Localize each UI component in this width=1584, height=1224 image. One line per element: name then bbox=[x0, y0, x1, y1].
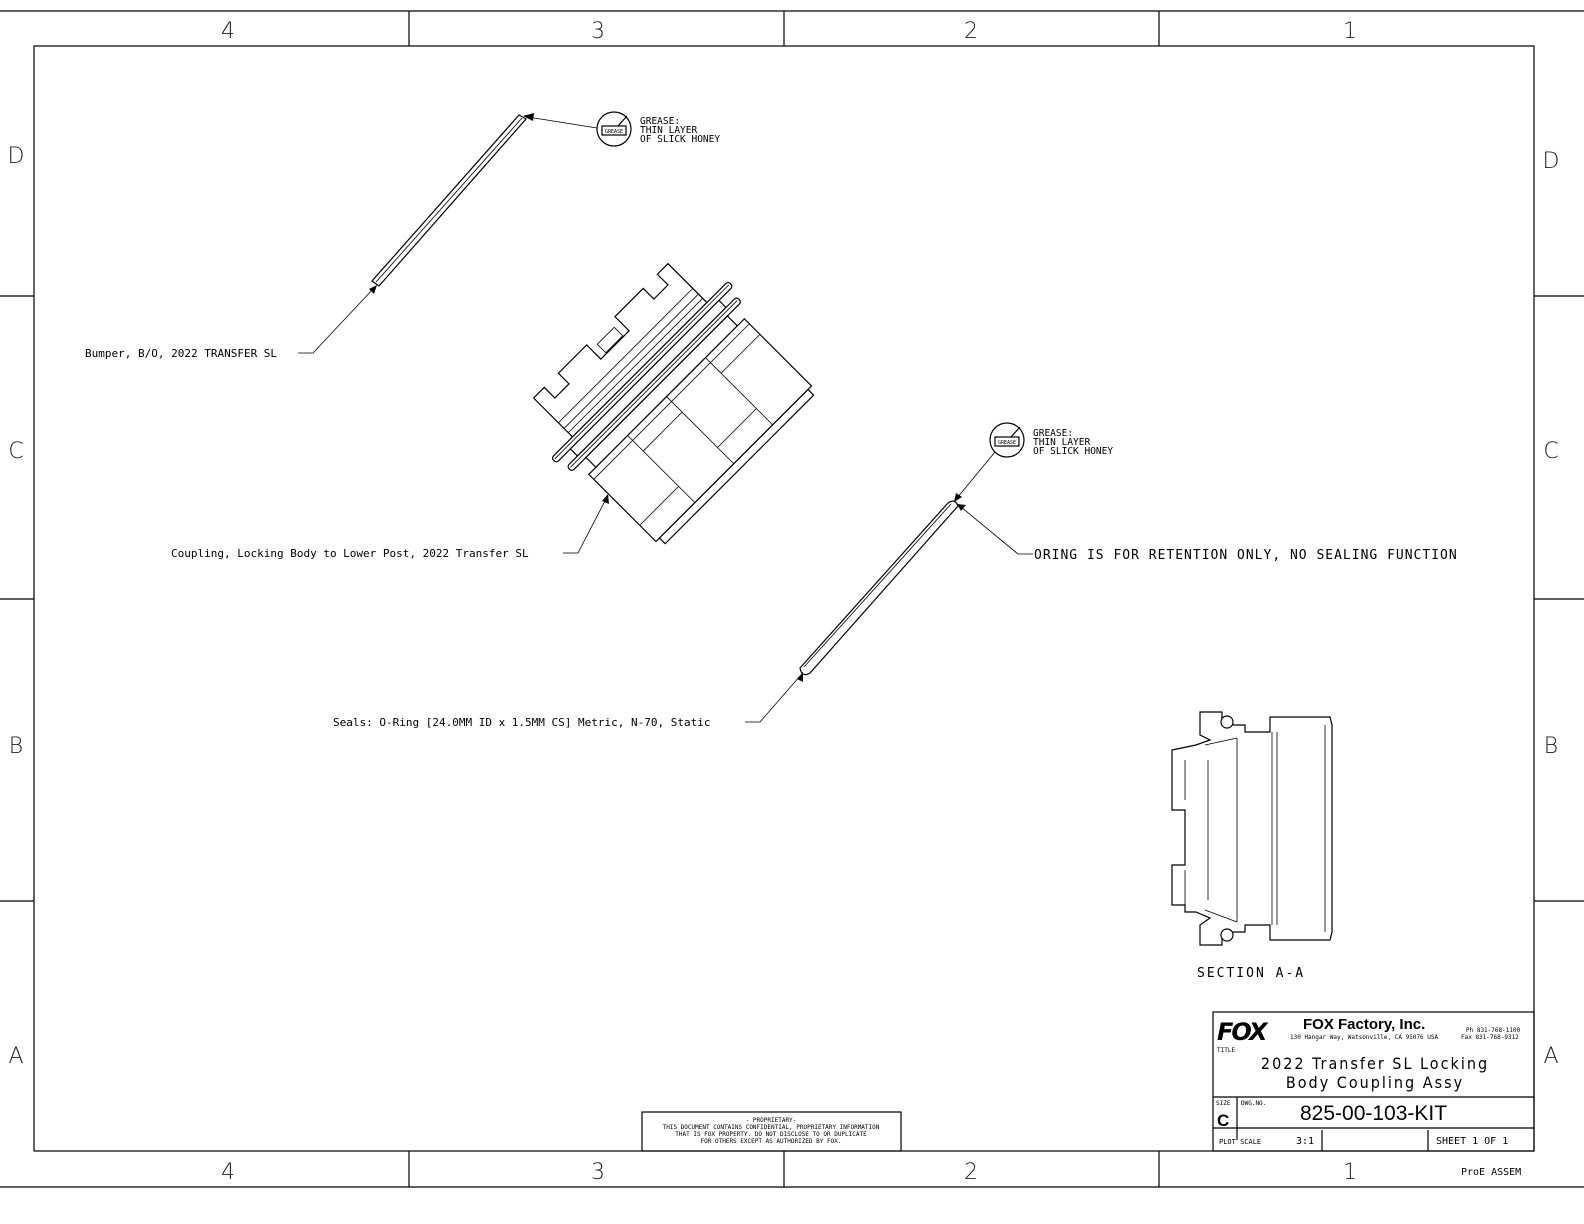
svg-text:OF SLICK HONEY: OF SLICK HONEY bbox=[1033, 446, 1113, 457]
svg-text:GREASE: GREASE bbox=[998, 440, 1016, 446]
drawing-title-line-2: Body Coupling Assy bbox=[1286, 1073, 1464, 1092]
zone-row-a-right: A bbox=[1543, 1044, 1558, 1069]
grease-note-1: GREASE GREASE: THIN LAYER OF SLICK HONEY bbox=[596, 111, 720, 147]
grease-icon bbox=[601, 125, 627, 136]
o-ring-part bbox=[799, 500, 959, 676]
coupling-part bbox=[532, 262, 815, 545]
zone-col-2-bottom: 2 bbox=[964, 1160, 978, 1185]
bumper-part bbox=[371, 114, 527, 287]
drawing-number: 825-00-103-KIT bbox=[1300, 1102, 1447, 1125]
section-a-a-view: SECTION A-A bbox=[1171, 711, 1333, 981]
zone-col-3-top: 3 bbox=[591, 19, 605, 44]
seals-callout: Seals: O-Ring [24.0MM ID x 1.5MM CS] Met… bbox=[333, 716, 711, 729]
bumper-callout: Bumper, B/O, 2022 TRANSFER SL bbox=[85, 347, 277, 360]
zone-row-c-right: C bbox=[1543, 439, 1558, 464]
zone-row-d-right: D bbox=[1543, 149, 1560, 174]
svg-text:FOR OTHERS EXCEPT AS AUTHORIZE: FOR OTHERS EXCEPT AS AUTHORIZED BY FOX. bbox=[701, 1138, 842, 1145]
svg-text:GREASE:: GREASE: bbox=[1033, 428, 1073, 439]
dwg-no-label: DWG.NO. bbox=[1241, 1100, 1266, 1107]
zone-col-1-top: 1 bbox=[1343, 19, 1357, 44]
leader-lines bbox=[298, 113, 1033, 723]
zone-row-d-left: D bbox=[8, 144, 25, 169]
grease-icon bbox=[994, 436, 1020, 447]
svg-text:OF SLICK HONEY: OF SLICK HONEY bbox=[640, 134, 720, 145]
drawing-title-line-1: 2022 Transfer SL Locking bbox=[1261, 1054, 1489, 1073]
zone-row-b-left: B bbox=[9, 734, 23, 759]
zone-row-c-left: C bbox=[8, 439, 23, 464]
zone-row-a-left: A bbox=[8, 1044, 23, 1069]
size-value: C bbox=[1217, 1111, 1229, 1130]
zone-col-1-bottom: 1 bbox=[1343, 1160, 1357, 1185]
fox-logo: FOX bbox=[1217, 1018, 1269, 1046]
title-block: FOX FOX Factory, Inc. 130 Hangar Way, Wa… bbox=[1212, 1011, 1535, 1178]
grease-note-2: GREASE GREASE: THIN LAYER OF SLICK HONEY bbox=[989, 422, 1113, 458]
company-name: FOX Factory, Inc. bbox=[1303, 1016, 1425, 1033]
drawing-frame bbox=[0, 10, 1584, 1188]
software-label: ProE ASSEM bbox=[1461, 1167, 1521, 1178]
svg-text:THIN LAYER: THIN LAYER bbox=[1033, 437, 1090, 448]
zone-col-4-bottom: 4 bbox=[221, 1160, 235, 1185]
coupling-callout: Coupling, Locking Body to Lower Post, 20… bbox=[171, 547, 529, 560]
company-address: 130 Hangar Way, Watsonville, CA 95076 US… bbox=[1290, 1034, 1438, 1041]
plot-scale-value: 3:1 bbox=[1296, 1136, 1314, 1147]
svg-text:THAT IS FOX PROPERTY. DO NOT: THAT IS FOX PROPERTY. DO NOT DISCLOSE TO… bbox=[675, 1131, 867, 1138]
zone-col-3-bottom: 3 bbox=[591, 1160, 605, 1185]
zone-col-2-top: 2 bbox=[964, 19, 978, 44]
svg-text:THIN LAYER: THIN LAYER bbox=[640, 125, 697, 136]
svg-text:- PROPRIETARY-: - PROPRIETARY- bbox=[746, 1117, 797, 1124]
sheet-number: SHEET 1 OF 1 bbox=[1436, 1136, 1508, 1147]
oring-retention-note: ORING IS FOR RETENTION ONLY, NO SEALING … bbox=[1034, 548, 1458, 563]
size-label: SIZE bbox=[1216, 1100, 1231, 1107]
svg-text:GREASE:: GREASE: bbox=[640, 116, 680, 127]
zone-labels: 4 3 2 1 4 3 2 1 D C B A D C B A bbox=[8, 19, 1560, 1185]
company-fax: Fax 831-768-9312 bbox=[1461, 1034, 1519, 1041]
section-label: SECTION A-A bbox=[1197, 966, 1305, 981]
svg-text:THIS DOCUMENT CONTAINS CONFIDE: THIS DOCUMENT CONTAINS CONFIDENTIAL, PRO… bbox=[663, 1124, 880, 1131]
title-label: TITLE bbox=[1217, 1047, 1235, 1054]
proprietary-notice: - PROPRIETARY- THIS DOCUMENT CONTAINS CO… bbox=[641, 1111, 902, 1152]
plot-scale-label: PLOT SCALE bbox=[1219, 1138, 1261, 1146]
svg-text:GREASE: GREASE bbox=[605, 129, 623, 135]
company-phone: Ph 831-768-1100 bbox=[1466, 1027, 1521, 1034]
zone-col-4-top: 4 bbox=[221, 19, 235, 44]
zone-row-b-right: B bbox=[1544, 734, 1558, 759]
